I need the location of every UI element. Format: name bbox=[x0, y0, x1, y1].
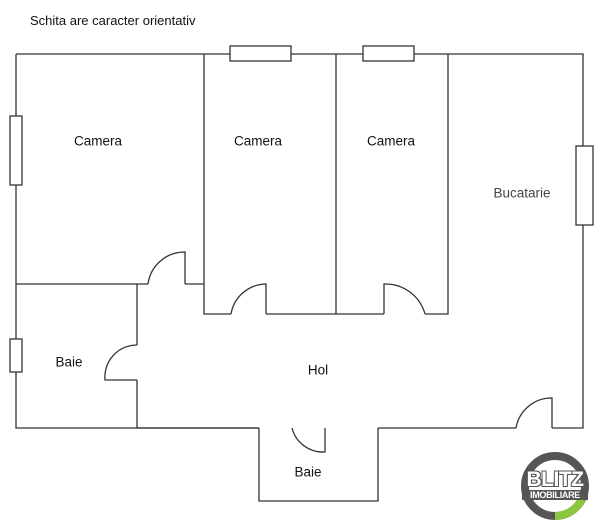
door-camera-1 bbox=[147, 251, 186, 285]
blitz-imobiliare-logo: BLITZ IMOBILIARE bbox=[520, 451, 590, 521]
door-kitchen bbox=[515, 397, 553, 429]
sketch-disclaimer: Schita are caracter orientativ bbox=[30, 13, 196, 28]
door-camera-2 bbox=[230, 283, 267, 315]
window-left-top bbox=[9, 115, 23, 186]
wall-camera-3 bbox=[335, 54, 449, 315]
outer-wall bbox=[15, 53, 584, 429]
logo-text-blitz: BLITZ bbox=[526, 468, 584, 491]
window-left-bottom bbox=[9, 338, 23, 373]
logo-text-imobiliare: IMOBILIARE bbox=[522, 490, 588, 500]
room-label-camera-1: Camera bbox=[73, 133, 123, 149]
door-camera-3 bbox=[383, 283, 426, 315]
logo-ring-icon bbox=[521, 452, 589, 520]
window-kitchen bbox=[575, 145, 594, 226]
room-label-bucatarie: Bucatarie bbox=[493, 185, 551, 201]
room-label-camera-2: Camera bbox=[233, 133, 283, 149]
room-label-baie-bottom: Baie bbox=[294, 464, 322, 480]
wall-baie-bottom bbox=[258, 427, 379, 502]
room-label-hol: Hol bbox=[307, 362, 329, 378]
room-label-baie-left: Baie bbox=[55, 354, 83, 370]
window-top-camera-2 bbox=[229, 45, 292, 62]
room-label-camera-3: Camera bbox=[366, 133, 416, 149]
window-top-camera-3 bbox=[362, 45, 415, 62]
wall-camera-2 bbox=[203, 54, 336, 315]
door-baie-left bbox=[104, 344, 138, 381]
